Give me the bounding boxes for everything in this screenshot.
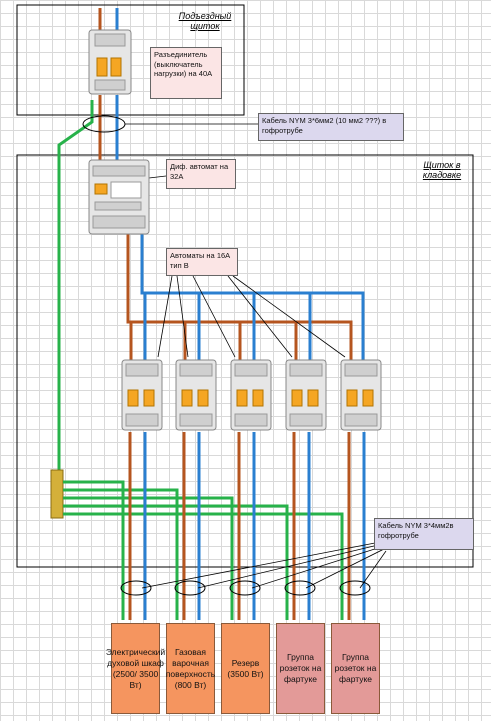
load-oven-label: Электрический духовой шкаф (2500/ 3500 В… (105, 646, 166, 690)
breaker-2 (175, 359, 217, 431)
load-outlets-2-label: Группа розеток на фартуке (334, 652, 377, 684)
entrance-panel-title-line2: щиток (190, 21, 220, 31)
load-oven: Электрический духовой шкаф (2500/ 3500 В… (106, 623, 165, 714)
storage-panel-title-line1: Щиток в (423, 160, 461, 170)
load-reserve: Резерв (3500 Вт) (221, 623, 270, 714)
earth-bus-bar (50, 469, 64, 519)
breaker-4 (285, 359, 327, 431)
entrance-panel-frame (16, 4, 245, 116)
earth-main-wire (57, 100, 94, 470)
breaker-3 (230, 359, 272, 431)
rcbo-label: Диф. автомат на 32А (166, 159, 236, 189)
breaker-1 (121, 359, 163, 431)
storage-panel-title-line2: кладовке (422, 170, 462, 180)
load-reserve-label: Резерв (3500 Вт) (227, 657, 264, 679)
disconnector-device (88, 29, 132, 95)
earth-branches (63, 480, 344, 620)
neutral-outputs (143, 432, 366, 620)
storage-panel-title: Щиток в кладовке (414, 160, 470, 180)
neutral-drops (143, 293, 312, 360)
breaker-5 (340, 359, 382, 431)
load-outlets-1: Группа розеток на фартуке (276, 623, 325, 714)
callout-lines (125, 123, 387, 589)
rcbo-device (88, 159, 150, 235)
entrance-panel-title-line1: Подъездный (178, 11, 232, 21)
phase-drops (129, 322, 298, 360)
load-gas-hob-label: Газовая варочная поверхность (800 Вт) (165, 646, 216, 690)
load-outlets-2: Группа розеток на фартуке (331, 623, 380, 714)
cable-main-label: Кабель NYM 3*6мм2 (10 мм2 ???) в гофротр… (258, 113, 404, 141)
load-outlets-1-label: Группа розеток на фартуке (279, 652, 322, 684)
phase-outputs (128, 432, 351, 620)
load-gas-hob: Газовая варочная поверхность (800 Вт) (166, 623, 215, 714)
storage-panel-frame (16, 154, 474, 568)
disconnector-label: Разъединитель (выключатель нагрузки) на … (150, 47, 222, 99)
entrance-panel-title: Подъездный щиток (168, 11, 242, 31)
breakers-label: Автоматы на 16А тип В (166, 248, 238, 276)
group-conduit-ellipses (120, 580, 371, 596)
cable-groups-label: Кабель NYM 3*4мм2в гофротрубе (374, 518, 474, 550)
